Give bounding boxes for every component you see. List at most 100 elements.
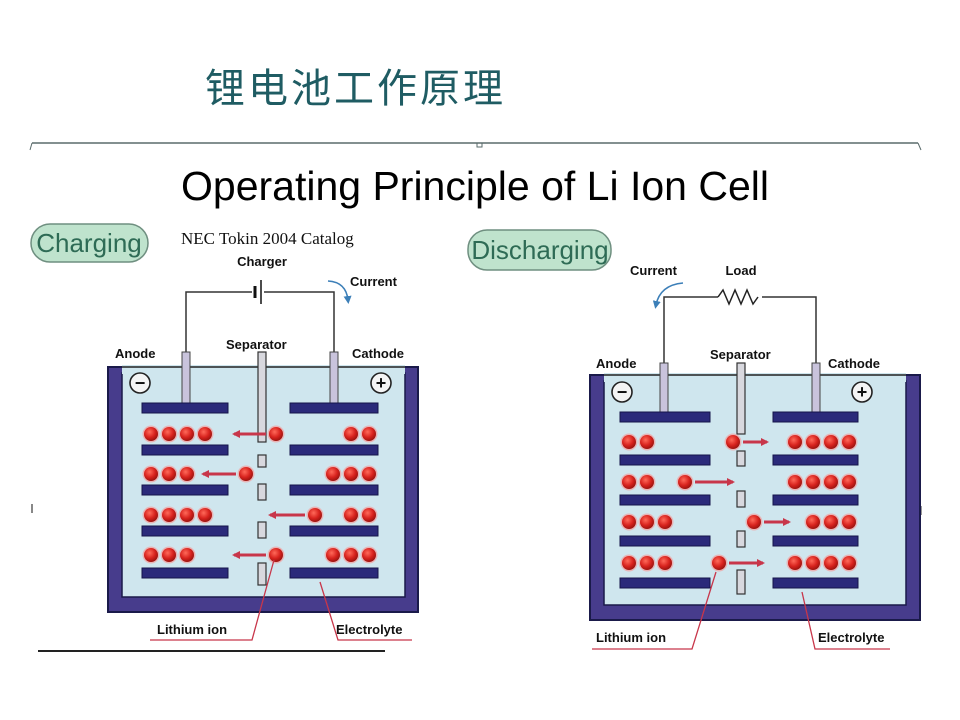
anode-plate — [619, 454, 711, 466]
cathode-plate — [289, 567, 379, 579]
circuit-label: Charger — [237, 254, 287, 269]
ion-core — [640, 475, 654, 489]
mode-pill-background — [467, 229, 612, 271]
ion-core — [842, 475, 856, 489]
electrolyte-label: Electrolyte — [818, 630, 884, 645]
lithium-ion — [178, 506, 196, 524]
ion-core — [678, 475, 692, 489]
ion-core — [788, 556, 802, 570]
mode-pill-background — [30, 223, 149, 263]
separator-segment — [736, 450, 746, 467]
ion-core — [640, 515, 654, 529]
ion-core — [788, 435, 802, 449]
anode-plate — [141, 444, 229, 456]
lithium-ion-label: Lithium ion — [157, 622, 227, 637]
lithium-ion — [822, 433, 840, 451]
ion-core — [344, 427, 358, 441]
lithium-ion — [237, 465, 255, 483]
lithium-ion — [822, 473, 840, 491]
ion-core — [180, 508, 194, 522]
cathode-plate — [289, 484, 379, 496]
separator-segment — [257, 483, 267, 501]
ion-core — [326, 548, 340, 562]
cathode-sign-icon: + — [370, 372, 392, 394]
ion-core — [362, 467, 376, 481]
lithium-ion — [324, 546, 342, 564]
sign-glyph: + — [376, 373, 387, 393]
mode-pill-label: Charging — [36, 228, 142, 258]
sign-glyph: + — [857, 382, 868, 402]
lithium-ion — [620, 513, 638, 531]
separator-label: Separator — [710, 347, 771, 362]
lithium-ion — [638, 433, 656, 451]
charging-panel: ChargingChargerCurrent−+AnodeSeparatorCa… — [30, 223, 419, 641]
current-arrow-icon — [327, 280, 352, 304]
lithium-ion — [786, 473, 804, 491]
ion-core — [842, 556, 856, 570]
separator-segment — [736, 362, 746, 435]
ion-core — [308, 508, 322, 522]
lithium-ion — [724, 433, 742, 451]
cathode-plate — [772, 494, 859, 506]
lithium-ion — [804, 473, 822, 491]
lithium-ion — [342, 465, 360, 483]
resistor-zigzag — [717, 288, 759, 306]
ion-core — [806, 475, 820, 489]
battery-symbol-icon — [252, 280, 264, 304]
lithium-ion — [360, 465, 378, 483]
ion-core — [162, 508, 176, 522]
separator-segment — [257, 454, 267, 468]
sign-circle — [851, 381, 873, 403]
cathode-rod — [811, 362, 821, 418]
lithium-ion — [620, 473, 638, 491]
lithium-ion — [360, 425, 378, 443]
lithium-ion — [822, 554, 840, 572]
ion-core — [326, 467, 340, 481]
anode-sign-icon: − — [611, 381, 633, 403]
sign-glyph: − — [617, 382, 628, 402]
ion-core — [622, 556, 636, 570]
lithium-ion — [160, 546, 178, 564]
cathode-plate — [772, 411, 859, 423]
ion-core — [180, 467, 194, 481]
source-caption: NEC Tokin 2004 Catalog — [181, 229, 354, 248]
anode-rod — [659, 362, 669, 418]
lithium-ion — [804, 433, 822, 451]
lithium-ion — [804, 513, 822, 531]
anode-plate — [141, 567, 229, 579]
lithium-ion — [840, 513, 858, 531]
ion-core — [162, 427, 176, 441]
lithium-ion — [745, 513, 763, 531]
ion-core — [144, 508, 158, 522]
ion-core — [842, 435, 856, 449]
ion-core — [788, 475, 802, 489]
cathode-sign-icon: + — [851, 381, 873, 403]
ion-core — [239, 467, 253, 481]
ion-core — [824, 435, 838, 449]
anode-label: Anode — [596, 356, 636, 371]
mode-pill-label: Discharging — [471, 235, 608, 265]
ion-core — [269, 427, 283, 441]
cathode-plate — [772, 454, 859, 466]
ion-core — [658, 515, 672, 529]
frame-top-right-tick — [917, 142, 922, 151]
lithium-ion — [342, 425, 360, 443]
ion-core — [344, 467, 358, 481]
ion-core — [622, 435, 636, 449]
separator-segment — [257, 562, 267, 586]
current-label: Current — [630, 263, 678, 278]
ion-core — [344, 548, 358, 562]
ion-core — [640, 435, 654, 449]
lithium-ion-leader-line — [150, 559, 275, 641]
anode-plate — [619, 577, 711, 589]
ion-core — [144, 548, 158, 562]
lithium-ion — [142, 425, 160, 443]
lithium-ion — [196, 425, 214, 443]
anode-rod — [181, 351, 191, 409]
separator-label: Separator — [226, 337, 287, 352]
lithium-ion-leader-line — [592, 571, 717, 650]
separator-segment — [736, 530, 746, 548]
current-arrow-icon — [652, 282, 684, 309]
lithium-ion — [840, 473, 858, 491]
ion-core — [269, 548, 283, 562]
